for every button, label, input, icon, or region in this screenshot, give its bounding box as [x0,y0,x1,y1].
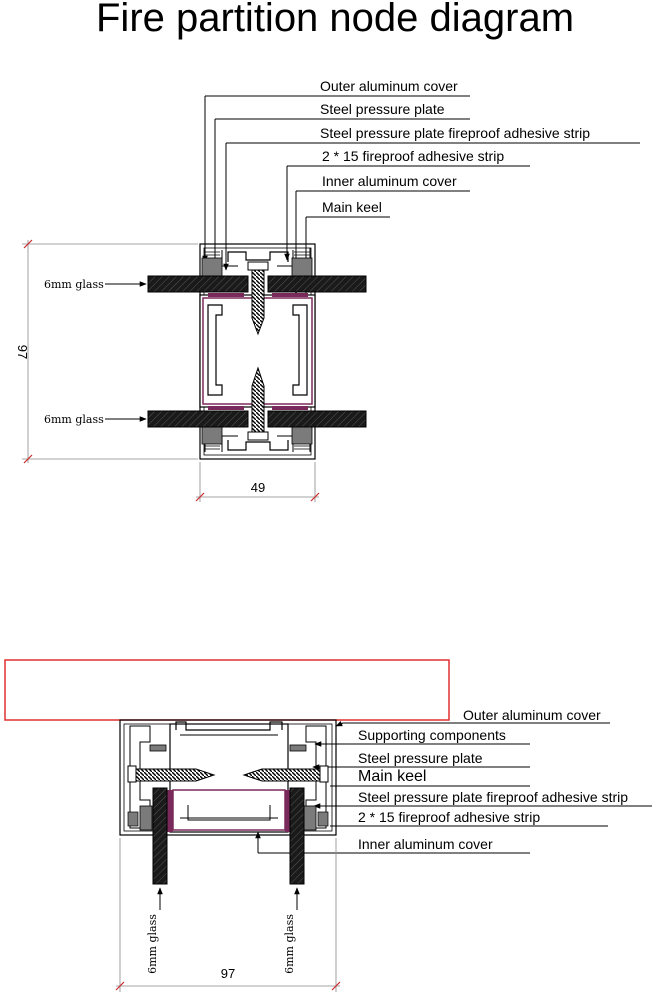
label-fireproof-strip-2x15: 2 * 15 fireproof adhesive strip [322,148,504,164]
highlight-box [4,659,450,721]
top-profile [147,243,367,460]
top-leader-labels: Outer aluminum cover Steel pressure plat… [202,78,640,319]
top-dim-height-value: 97 [15,345,30,359]
top-dimension-height: 97 [15,239,198,464]
label-outer-aluminum-cover: Outer aluminum cover [320,78,458,94]
bottom-label-steel-plate-fireproof-strip: Steel pressure plate fireproof adhesive … [358,789,628,805]
bottom-label-outer-aluminum-cover: Outer aluminum cover [463,707,601,723]
bottom-profile [119,719,337,885]
bottom-label-supporting-components: Supporting components [358,727,506,743]
diagram-title: Fire partition node diagram [96,0,575,40]
top-glass-label-lower: 6mm glass [44,413,104,426]
label-main-keel: Main keel [322,199,382,215]
bottom-label-inner-aluminum-cover: Inner aluminum cover [358,836,493,852]
bottom-glass-label-right: 6mm glass [283,914,296,974]
bottom-dimension-width: 97 [115,838,341,992]
top-glass-label-upper: 6mm glass [44,278,104,291]
bottom-dim-width-value: 97 [221,966,235,981]
top-screw-lower [247,366,269,441]
bottom-glass-label-left: 6mm glass [146,914,159,974]
label-steel-pressure-plate: Steel pressure plate [320,101,445,117]
label-steel-plate-fireproof-strip: Steel pressure plate fireproof adhesive … [320,125,590,141]
bottom-label-main-keel: Main keel [358,768,426,785]
top-screw-upper [247,261,269,336]
bottom-section: Outer aluminum cover Supporting componen… [4,659,652,992]
bottom-screw-right [242,765,329,783]
bottom-leader-labels: Outer aluminum cover Supporting componen… [255,707,652,854]
top-dim-width-value: 49 [251,480,265,495]
bottom-screw-left [127,765,216,783]
label-inner-aluminum-cover: Inner aluminum cover [322,173,457,189]
top-dimension-width: 49 [195,462,320,502]
bottom-label-steel-pressure-plate: Steel pressure plate [358,750,483,766]
top-section: Outer aluminum cover Steel pressure plat… [15,78,640,502]
bottom-label-fireproof-strip-2x15: 2 * 15 fireproof adhesive strip [358,809,540,825]
